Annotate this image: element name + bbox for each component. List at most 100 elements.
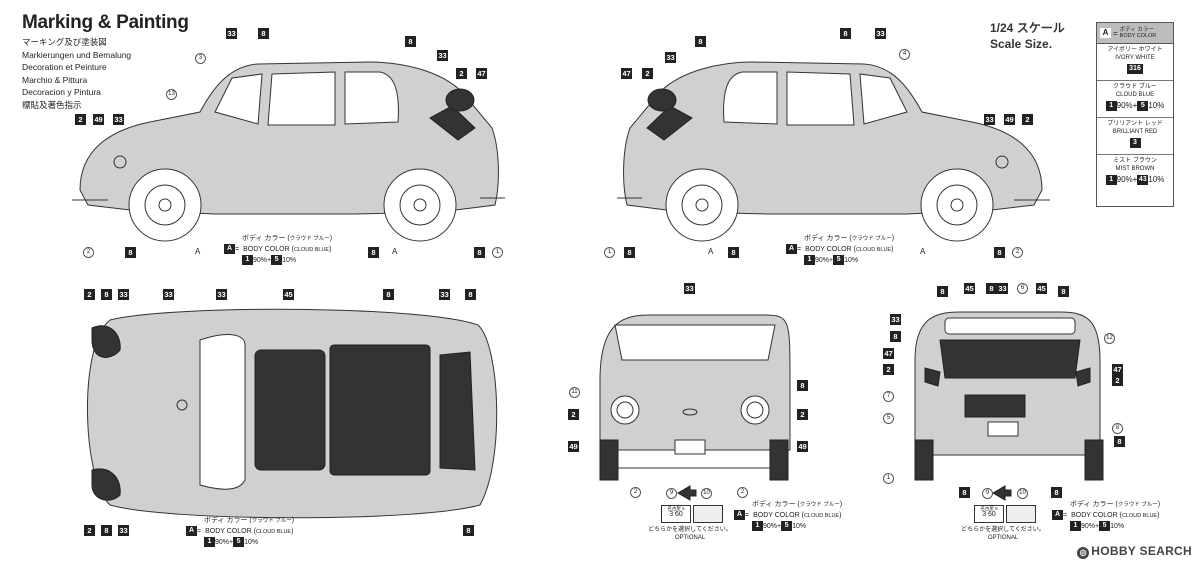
front-view [599,314,791,481]
callout-2: 2 [642,68,653,79]
callout-8: 8 [383,289,394,300]
body-color-note-side-right: ボディ カラー (クラウド ブルー) A=BODY COLOR (CLOUD B… [786,234,894,265]
callout-45: 45 [964,283,975,294]
legend-ivory: アイボリー ホワイト IVORY WHITE 316 [1097,44,1173,81]
callout-8: 8 [890,331,901,342]
callout-49: 49 [568,441,579,452]
callout-circle-7: 7 [883,391,894,402]
callout-circle-1: 1 [883,473,894,484]
callout-A: A [195,247,201,256]
callout-circle-5: 5 [883,413,894,424]
callout-circle-2: 2 [630,487,641,498]
page-title: Marking & Painting [22,12,189,33]
hobby-search-logo-icon: ◎ [1077,547,1090,559]
callout-2: 2 [456,68,467,79]
callout-8: 8 [1051,487,1062,498]
callout-33: 33 [118,525,129,536]
body-color-note-front: ボディ カラー (クラウド ブルー) A=BODY COLOR (CLOUD B… [734,500,842,531]
top-view [87,308,498,519]
callout-33: 33 [997,283,1008,294]
callout-49: 49 [1004,114,1015,125]
callout-45: 45 [283,289,294,300]
callout-circle-1: 1 [604,247,615,258]
callout-8: 8 [797,380,808,391]
lang-de: Markierungen und Bemalung [22,49,132,60]
body-color-note-side-left: ボディ カラー (クラウド ブルー) A=BODY COLOR (CLOUD B… [224,234,332,265]
callout-8: 8 [937,286,948,297]
callout-8: 8 [994,247,1005,258]
callout-33: 33 [984,114,995,125]
callout-circle-6: 6 [1017,283,1028,294]
optional-note-front: どちらかを選択してください。 OPTIONAL [648,527,732,541]
optional-arrows [677,485,1012,501]
callout-8: 8 [695,36,706,47]
scale-note: 1/24 スケール Scale Size. [990,20,1065,52]
legend-code: A [1100,28,1111,38]
side-view-right [617,61,1050,242]
rear-view [914,311,1104,481]
callout-33: 33 [437,50,448,61]
callout-33: 33 [118,289,129,300]
callout-circle-2: 2 [737,487,748,498]
lang-es: Decoracion y Pintura [22,87,101,98]
callout-49: 49 [93,114,104,125]
callout-2: 2 [1022,114,1033,125]
callout-2: 2 [84,525,95,536]
scale-en: Scale Size. [990,37,1053,51]
callout-8: 8 [1114,436,1125,447]
legend-brilliant-red: ブリリアント レッド BRILLIANT RED 3 [1097,118,1173,155]
callout-8: 8 [368,247,379,258]
callout-33: 33 [665,52,676,63]
callout-2: 2 [568,409,579,420]
callout-circle-8: 8 [1112,423,1123,434]
legend-header: A = ボディ カラー BODY COLOR [1097,23,1173,44]
callout-8: 8 [405,36,416,47]
scale-jp: 1/24 スケール [990,21,1065,35]
callout-circle-2: 2 [83,247,94,258]
callout-8: 8 [986,283,997,294]
callout-A: A [392,247,398,256]
callout-8: 8 [474,247,485,258]
callout-8: 8 [465,289,476,300]
color-legend: A = ボディ カラー BODY COLOR アイボリー ホワイト IVORY … [1096,22,1174,207]
callout-8: 8 [840,28,851,39]
plate-option-alt-front [693,505,723,523]
callout-2: 2 [84,289,95,300]
lang-ja: マーキング及び塗装図 [22,37,107,47]
callout-49: 49 [797,441,808,452]
callout-33: 33 [684,283,695,294]
callout-2: 2 [883,364,894,375]
body-color-note-rear: ボディ カラー (クラウド ブルー) A=BODY COLOR (CLOUD B… [1052,500,1160,531]
callout-47: 47 [476,68,487,79]
callout-33: 33 [113,114,124,125]
callout-47: 47 [621,68,632,79]
callout-2: 2 [1112,375,1123,386]
callout-circle-4: 4 [899,49,910,60]
callout-circle-12: 12 [1104,333,1115,344]
callout-circle-1: 1 [492,247,503,258]
callout-circle-3: 3 [195,53,206,64]
callout-8: 8 [1058,286,1069,297]
legend-header-en: BODY COLOR [1119,33,1157,39]
callout-8: 8 [959,487,970,498]
callout-33: 33 [163,289,174,300]
callout-circle-2: 2 [1012,247,1023,258]
callout-47: 47 [1112,364,1123,375]
callout-33: 33 [216,289,227,300]
callout-33: 33 [226,28,237,39]
callout-circle-11: 11 [569,387,580,398]
callout-circle-10: 10 [701,488,712,499]
callout-8: 8 [728,247,739,258]
callout-45: 45 [1036,283,1047,294]
legend-header-jp: ボディ カラー [1119,26,1154,33]
side-view-left [72,61,505,242]
callout-A: A [708,247,714,256]
callout-2: 2 [75,114,86,125]
callout-2: 2 [797,409,808,420]
callout-8: 8 [101,289,112,300]
